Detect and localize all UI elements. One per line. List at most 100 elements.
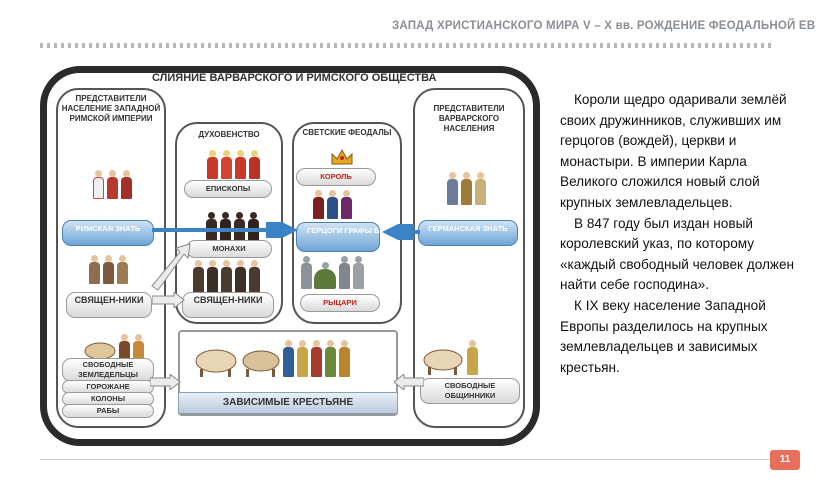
divider-tick [355,43,358,48]
divider-tick [460,43,463,48]
divider-tick [222,43,225,48]
divider-tick [229,43,232,48]
divider-tick [376,43,379,48]
divider-tick [551,43,554,48]
free-landowners-label: СВОБОДНЫЕ ЗЕМЛЕДЕЛЬЦЫ [62,358,154,382]
divider-tick [61,43,64,48]
divider-tick [649,43,652,48]
divider-tick [299,43,302,48]
slide-header: ЗАПАД ХРИСТИАНСКОГО МИРА V – X вв. РОЖДЕ… [392,20,816,32]
divider-tick [642,43,645,48]
divider-tick [278,43,281,48]
free-farmers-illustration [82,334,146,363]
divider-tick [152,43,155,48]
divider-tick [516,43,519,48]
divider-tick [558,43,561,48]
divider-tick [362,43,365,48]
header-divider [40,43,775,50]
divider-tick [754,43,757,48]
divider-tick [271,43,274,48]
divider-tick [166,43,169,48]
divider-tick [425,43,428,48]
body-paragraph: В 847 году был издан новый королевский у… [560,215,795,293]
divider-tick [712,43,715,48]
divider-tick [565,43,568,48]
barbarian-to-lords-arrow [382,224,420,240]
divider-tick [698,43,701,48]
divider-tick [40,43,43,48]
divider-tick [684,43,687,48]
divider-tick [313,43,316,48]
knights-label: РЫЦАРИ [300,294,380,312]
community-to-peasants-arrow [394,374,424,390]
divider-tick [145,43,148,48]
divider-tick [159,43,162,48]
slaves-label: РАБЫ [62,404,154,418]
priests-to-monks-arrow [151,243,191,291]
divider-tick [334,43,337,48]
divider-tick [285,43,288,48]
germanic-nobility-label: ГЕРМАНСКАЯ ЗНАТЬ [418,220,518,246]
column-clergy-heading: ДУХОВЕНСТВО [198,130,260,139]
divider-tick [614,43,617,48]
divider-tick [628,43,631,48]
dependent-peasants-label: ЗАВИСИМЫЕ КРЕСТЬЯНЕ [178,392,398,414]
village-priests-illustration [192,260,262,293]
divider-tick [264,43,267,48]
divider-tick [761,43,764,48]
divider-tick [103,43,106,48]
divider-tick [68,43,71,48]
divider-tick [453,43,456,48]
body-paragraph: К IX веку население Западной Европы разд… [560,297,768,375]
divider-tick [523,43,526,48]
divider-tick [138,43,141,48]
divider-tick [509,43,512,48]
divider-tick [131,43,134,48]
column-barbarians-heading: ПРЕДСТАВИТЕЛИ ВАРВАРСКОГО НАСЕЛЕНИЯ [433,104,505,133]
priests-to-priests-arrow [152,292,185,308]
divider-tick [201,43,204,48]
ox-icon [242,350,280,377]
divider-tick [467,43,470,48]
divider-tick [257,43,260,48]
ox-icon [423,349,463,375]
divider-tick [89,43,92,48]
divider-tick [600,43,603,48]
footer-divider [40,459,780,460]
divider-tick [411,43,414,48]
divider-tick [194,43,197,48]
body-paragraph: Короли щедро одаривали землёй своих друж… [560,92,787,210]
farmers-to-peasants-arrow [150,374,181,390]
free-community-illustration [420,340,480,375]
divider-tick [733,43,736,48]
divider-tick [110,43,113,48]
divider-tick [390,43,393,48]
germanic-nobility-illustration [446,172,488,205]
divider-tick [705,43,708,48]
divider-tick [446,43,449,48]
priests-left-label: СВЯЩЕН-НИКИ [66,292,152,318]
divider-tick [404,43,407,48]
dukes-illustration [312,190,354,219]
divider-tick [320,43,323,48]
divider-tick [215,43,218,48]
divider-tick [96,43,99,48]
divider-tick [348,43,351,48]
priests-illustration [88,255,130,284]
divider-tick [54,43,57,48]
divider-tick [397,43,400,48]
divider-tick [341,43,344,48]
divider-tick [474,43,477,48]
ox-icon [195,349,237,377]
divider-tick [579,43,582,48]
divider-tick [593,43,596,48]
divider-tick [306,43,309,48]
column-roman-empire-heading: ПРЕДСТАВИТЕЛИ НАСЕЛЕНИЕ ЗАПАДНОЙ РИМСКОЙ… [61,94,161,123]
divider-tick [572,43,575,48]
divider-tick [82,43,85,48]
divider-tick [180,43,183,48]
crown-icon [331,148,353,165]
divider-tick [292,43,295,48]
bishops-label: ЕПИСКОПЫ [184,180,272,198]
divider-tick [173,43,176,48]
